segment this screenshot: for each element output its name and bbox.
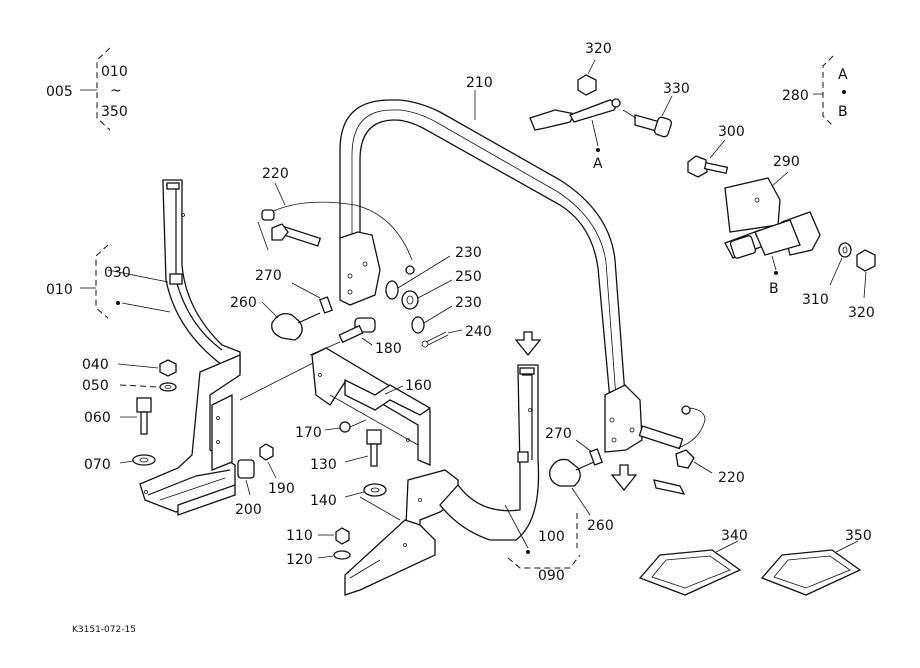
callout-140: 140 [310, 493, 337, 509]
callout-320-right: 320 [848, 305, 875, 321]
callout-350: 350 [845, 528, 872, 544]
callout-310: 310 [802, 292, 829, 308]
belt-bracket-290 [724, 171, 789, 233]
callout-120: 120 [286, 552, 313, 568]
callout-220-right: 220 [718, 470, 745, 486]
ref-a-group: A [838, 67, 848, 83]
callout-350-range-end: 350 [101, 104, 128, 120]
decal-340 [638, 540, 742, 596]
bolt-170 [324, 419, 367, 433]
callout-270-right: 270 [545, 426, 572, 442]
callout-040: 040 [82, 357, 109, 373]
nut-320-right [856, 249, 876, 299]
washer-310 [829, 242, 852, 286]
callout-210: 210 [466, 75, 493, 91]
right-post-100 [439, 364, 540, 554]
washer-140 [344, 483, 387, 498]
callout-010-range-start: 010 [101, 64, 128, 80]
callout-005: 005 [46, 84, 73, 100]
callout-260-left: 260 [230, 295, 257, 311]
bolt-180 [309, 317, 376, 356]
pin-220-right [638, 405, 713, 495]
callout-060: 060 [84, 410, 111, 426]
range-tilde: ~ [110, 83, 122, 99]
belt-anchor-a [529, 98, 621, 152]
bolt-330 [622, 95, 673, 138]
right-lower-bracket [344, 469, 459, 596]
bolt-300 [687, 139, 729, 178]
knob-260-left [261, 301, 321, 341]
callout-030: 030 [104, 265, 131, 281]
callout-130: 130 [310, 457, 337, 473]
callout-110: 110 [286, 528, 313, 544]
callout-220-left: 220 [262, 166, 289, 182]
rops-frame-210 [339, 90, 643, 453]
washer-230-b [411, 305, 453, 334]
washer-070 [119, 454, 156, 466]
callout-270-left: 270 [255, 268, 282, 284]
callout-240: 240 [465, 324, 492, 340]
pin-240 [421, 329, 463, 348]
spacer-250 [401, 279, 453, 310]
bolt-130 [344, 429, 382, 467]
group-bracket-005 [80, 47, 111, 131]
left-bracket-assembly [139, 354, 316, 516]
callout-090: 090 [538, 568, 565, 584]
nut-320-top [577, 59, 597, 96]
callout-100: 100 [538, 529, 565, 545]
washer-230-a [385, 255, 451, 300]
group-bracket-010 [80, 244, 109, 319]
callout-230-a: 230 [455, 245, 482, 261]
washer-050 [119, 382, 177, 392]
callout-290: 290 [773, 154, 800, 170]
washer-120 [317, 550, 351, 560]
knob-260-right [549, 458, 595, 516]
belt-buckle-b [724, 211, 821, 275]
callout-300: 300 [718, 124, 745, 140]
callout-010: 010 [46, 282, 73, 298]
group-bracket-280 [813, 55, 834, 127]
ref-b-group: B [838, 104, 848, 120]
nut-110 [318, 527, 350, 545]
callout-330: 330 [663, 81, 690, 97]
spacer-200 [237, 459, 255, 496]
nut-190 [259, 443, 277, 479]
ref-b-buckle-side: B [769, 281, 779, 297]
group-280-dot [842, 90, 846, 94]
group-bracket-090 [507, 513, 581, 569]
nut-040 [117, 359, 177, 377]
ref-a-bolt-side: A [593, 156, 603, 172]
mount-plate-160 [311, 347, 432, 466]
callout-200: 200 [235, 502, 262, 518]
decal-350 [760, 540, 862, 596]
left-post-030 [107, 179, 241, 373]
insertion-arrow-down-right [610, 464, 638, 492]
callout-170: 170 [295, 425, 322, 441]
callout-260-right: 260 [587, 518, 614, 534]
clip-270-left [291, 282, 333, 314]
pin-220-left [257, 182, 415, 275]
callout-050: 050 [82, 378, 109, 394]
callout-320-top: 320 [585, 41, 612, 57]
callout-160: 160 [405, 378, 432, 394]
callout-230-b: 230 [455, 295, 482, 311]
insertion-arrow-down-left [514, 331, 542, 357]
callout-280: 280 [782, 88, 809, 104]
figure-code: K3151-072-15 [72, 625, 136, 635]
callout-250: 250 [455, 269, 482, 285]
clip-270-right [575, 439, 603, 466]
callout-190: 190 [268, 481, 295, 497]
callout-340: 340 [721, 528, 748, 544]
callout-180: 180 [375, 341, 402, 357]
callout-070: 070 [84, 457, 111, 473]
bolt-060 [120, 397, 152, 435]
